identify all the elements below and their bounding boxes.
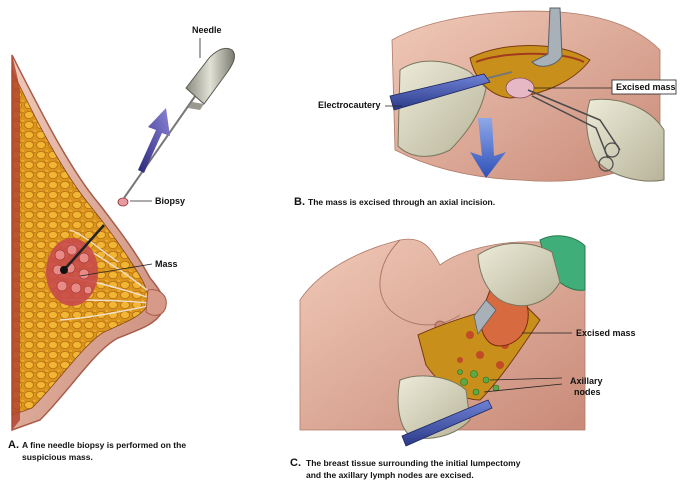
axillary-nodes <box>457 369 500 396</box>
mass-texture <box>52 244 93 295</box>
chest-wall <box>12 55 20 430</box>
electrocautery-pen-b <box>389 73 491 111</box>
biopsy-label: Biopsy <box>155 196 185 206</box>
panel-b: Electrocautery Excised mass B. The mass … <box>294 7 677 208</box>
caption-b-letter: B. <box>294 196 305 208</box>
excised-mass-label-c: Excised mass <box>576 328 636 338</box>
caption-a-line2: suspicious mass. <box>22 452 93 462</box>
axillary-label: Axillary <box>570 376 603 386</box>
needle-tip <box>60 266 68 274</box>
mass-label: Mass <box>155 259 178 269</box>
excised-mass-b <box>505 77 535 99</box>
right-glove-b <box>586 98 665 182</box>
retractor-b <box>531 7 563 67</box>
caption-c-line2: and the axillary lymph nodes are excised… <box>306 470 474 480</box>
nipple <box>145 289 167 316</box>
needle-label: Needle <box>192 25 222 35</box>
biopsy-sample <box>117 197 129 207</box>
upper-glove-c <box>477 242 561 307</box>
excised-mass-label-b: Excised mass <box>616 82 676 92</box>
caption-b-line1: The mass is excised through an axial inc… <box>308 197 495 207</box>
caption-c-letter: C. <box>290 457 301 469</box>
caption-a-line1: A fine needle biopsy is performed on the <box>22 440 186 450</box>
needle-syringe <box>123 48 235 199</box>
withdraw-arrow <box>138 108 170 173</box>
panel-c: Excised mass Axillary nodes C. The breas… <box>290 235 636 480</box>
panel-a: Needle Biopsy Mass A. A fine needle biop… <box>8 25 235 462</box>
retractor-c <box>473 299 497 335</box>
caption-a-letter: A. <box>8 439 19 451</box>
excised-mass-label-box-b <box>611 79 677 95</box>
forceps-b <box>527 89 621 172</box>
needle-shaft-in-tissue <box>63 224 105 271</box>
electrocautery-pen-c <box>401 399 493 447</box>
down-arrow-b <box>470 118 506 178</box>
nodes-label: nodes <box>574 387 601 397</box>
caption-c-line1: The breast tissue surrounding the initia… <box>306 458 521 468</box>
electrocautery-label: Electrocautery <box>318 100 381 110</box>
